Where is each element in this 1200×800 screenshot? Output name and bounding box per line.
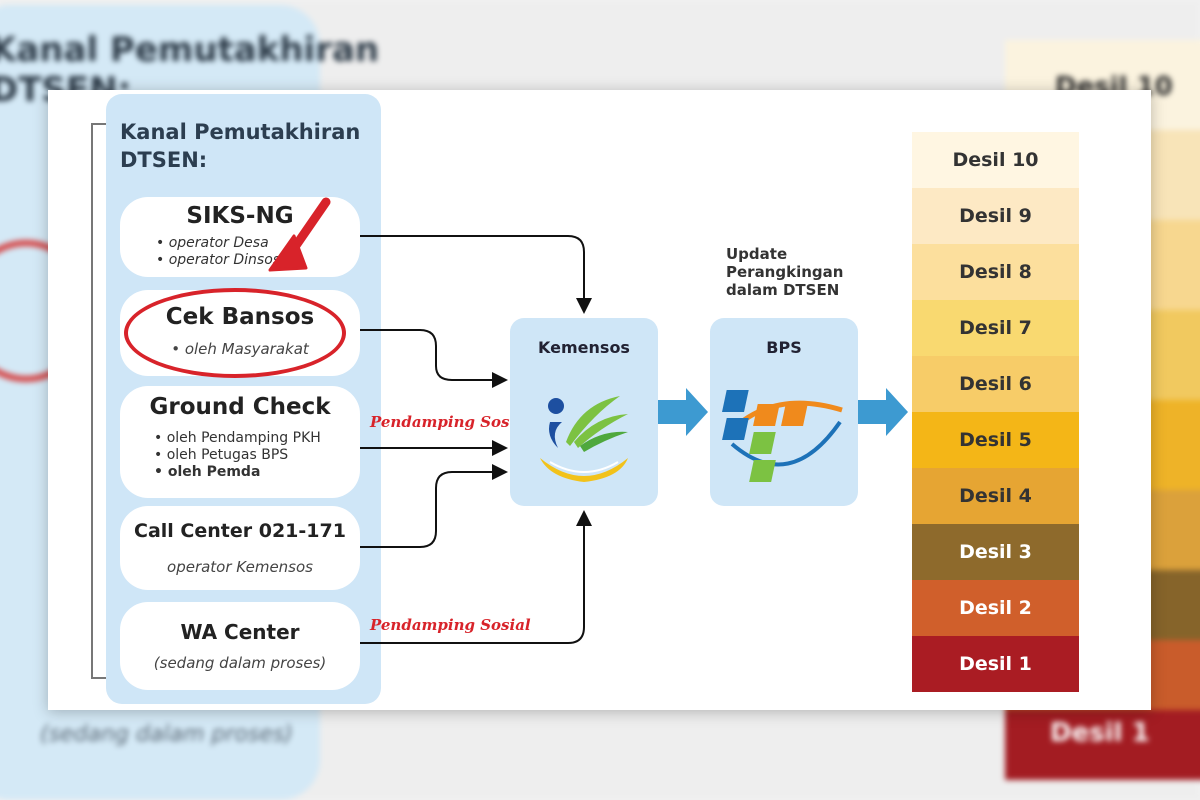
channel-bullets: oleh Pendamping PKH oleh Petugas BPS ole… (154, 430, 321, 481)
bps-logo (722, 390, 843, 482)
desil-label: Desil 9 (959, 205, 1032, 227)
bracket-line (91, 123, 93, 678)
channel-title: Call Center 021-171 (134, 520, 346, 542)
kanal-title: Kanal Pemutakhiran DTSEN: (120, 120, 361, 172)
channel-call-center: Call Center 021-171 operator Kemensos (120, 506, 360, 590)
bps-node: BPS (710, 318, 858, 506)
desil-label: Desil 5 (959, 429, 1032, 451)
red-pointer-arrowhead (268, 234, 308, 272)
flow-connectors (268, 197, 908, 644)
desil-band: Desil 6 (912, 356, 1079, 412)
pendamping-sosial-label: Pendamping Sosial (370, 616, 531, 634)
arrow-cek-bansos (360, 329, 508, 388)
desil-band: Desil 10 (912, 132, 1079, 188)
desil-band: Desil 5 (912, 412, 1079, 468)
desil-label: Desil 3 (959, 541, 1032, 563)
bullet-item: operator Dinsos (156, 252, 280, 269)
bullet-item: oleh Pendamping PKH (154, 430, 321, 447)
arrow-bps-to-desil (858, 388, 908, 436)
bullet-item: operator Desa (156, 235, 280, 252)
channel-ground-check: Ground Check oleh Pendamping PKH oleh Pe… (120, 386, 360, 498)
bracket-tick-top (91, 123, 107, 125)
channel-subtitle: operator Kemensos (167, 558, 313, 576)
highlight-ring (124, 288, 346, 378)
channel-title: Ground Check (149, 394, 331, 420)
bullet-item: oleh Petugas BPS (154, 447, 321, 464)
kemensos-label: Kemensos (538, 338, 630, 357)
desil-band: Desil 8 (912, 244, 1079, 300)
desil-band: Desil 7 (912, 300, 1079, 356)
desil-label: Desil 7 (959, 317, 1032, 339)
channel-title: SIKS-NG (186, 203, 294, 229)
desil-label: Desil 4 (959, 485, 1032, 507)
pendamping-sosial-label: Pendamping Sosial (370, 413, 531, 431)
bullet-item: oleh Pemda (154, 464, 321, 481)
channel-wa-center: WA Center (sedang dalam proses) (120, 602, 360, 690)
desil-label: Desil 8 (959, 261, 1032, 283)
desil-label: Desil 10 (952, 149, 1039, 171)
bg-desil-band (1005, 710, 1200, 780)
bps-label: BPS (766, 338, 802, 357)
bracket-tick-bottom (91, 677, 107, 679)
desil-band: Desil 3 (912, 524, 1079, 580)
desil-stack: Desil 10 Desil 9 Desil 8 Desil 7 Desil 6… (912, 132, 1079, 692)
desil-label: Desil 2 (959, 597, 1032, 619)
desil-band: Desil 1 (912, 636, 1079, 692)
channel-subtitle: (sedang dalam proses) (153, 654, 327, 672)
arrow-siks-ng (360, 235, 592, 314)
desil-label: Desil 6 (959, 373, 1032, 395)
kemensos-node: Kemensos (510, 318, 658, 506)
desil-band: Desil 4 (912, 468, 1079, 524)
arrow-kemensos-to-bps (656, 388, 708, 436)
kemensos-logo (540, 396, 628, 482)
desil-band: Desil 9 (912, 188, 1079, 244)
arrow-wa-center (360, 510, 592, 644)
bg-desil-1-label: Desil 1 (1050, 718, 1150, 748)
bg-process-text: (sedang dalam proses) (40, 722, 293, 747)
desil-label: Desil 1 (959, 653, 1032, 675)
diagram-card: Kanal Pemutakhiran DTSEN: SIKS-NG operat… (48, 90, 1151, 710)
arrow-call-center (360, 464, 508, 548)
channel-bullets: operator Desa operator Dinsos (156, 235, 280, 269)
desil-band: Desil 2 (912, 580, 1079, 636)
channel-title: WA Center (180, 620, 300, 644)
update-ranking-text: Update Perangkingan dalam DTSEN (726, 245, 844, 299)
